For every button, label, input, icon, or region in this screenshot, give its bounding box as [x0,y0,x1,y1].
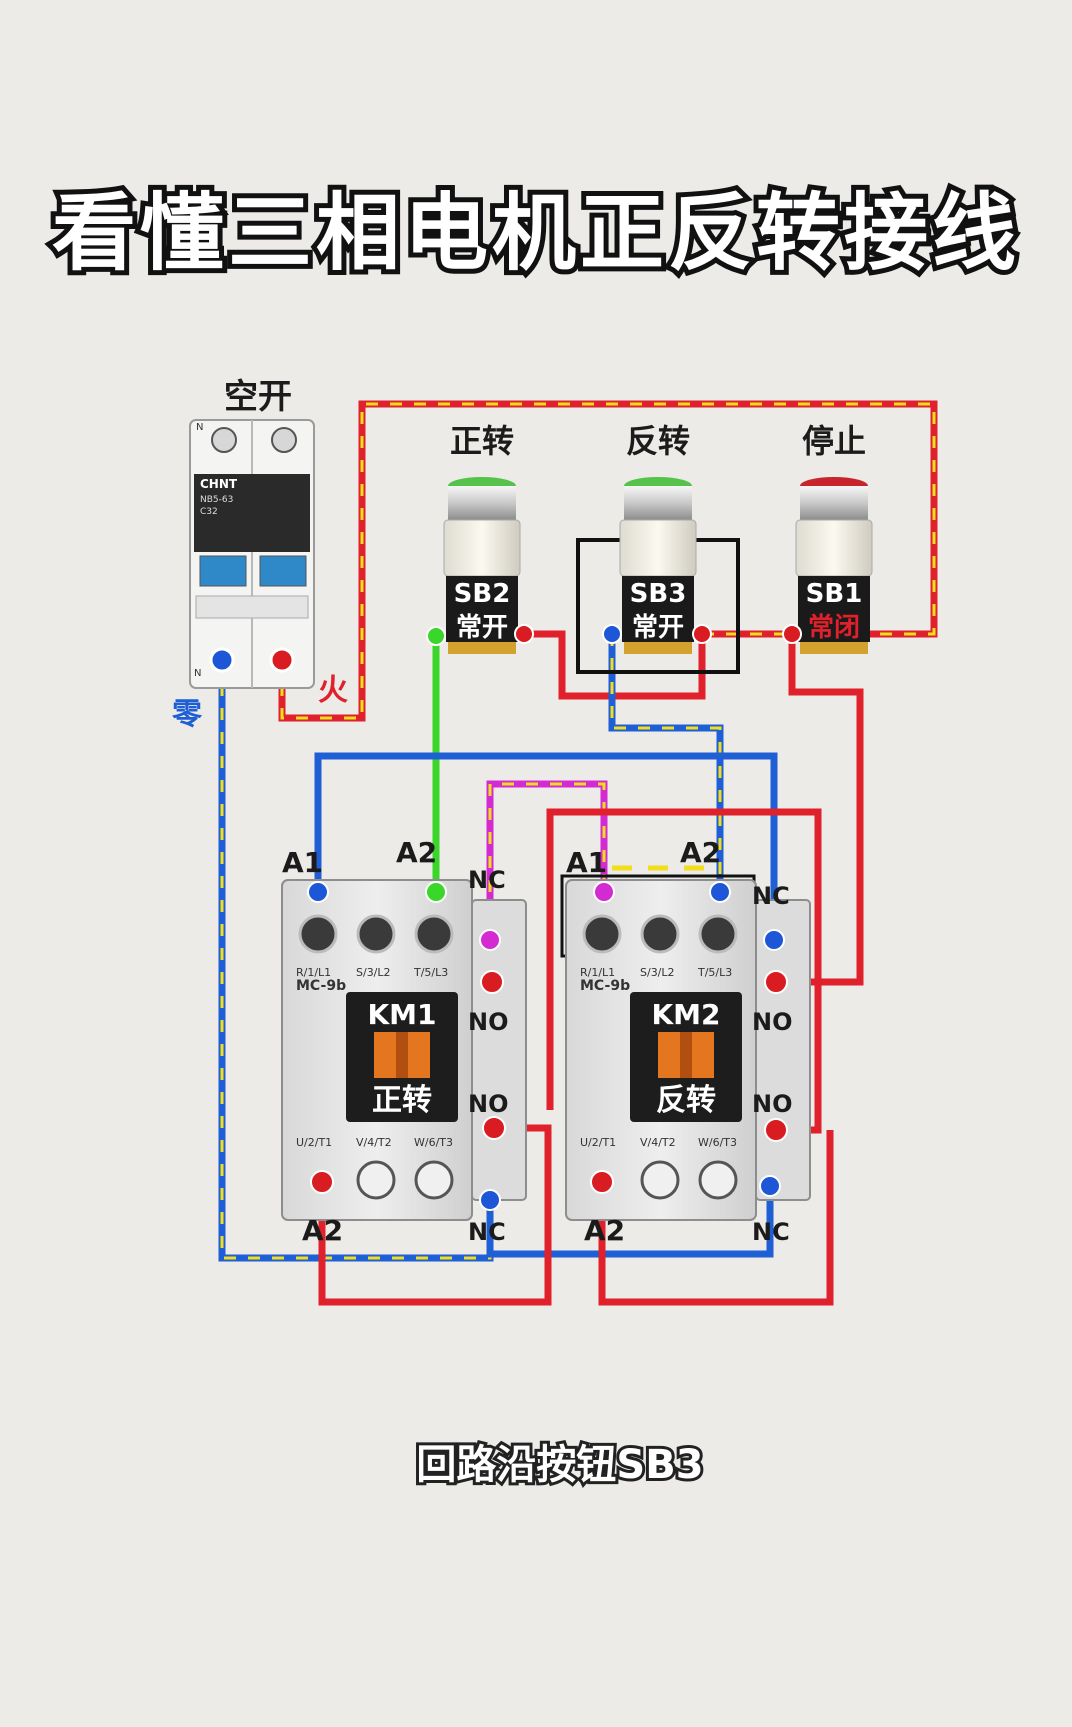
km1-bottom-terminal-1: U/2/T1 [296,1136,332,1149]
sb1-tag [798,576,870,642]
km2-model: MC-9b [580,978,630,994]
sb2-code: SB2 [454,579,511,609]
sb3-code: SB3 [630,579,687,609]
breaker-top-screw-right [271,427,297,453]
km2-aux-no-2: NO [752,1090,793,1118]
km1-aux-nc-top: NC [468,866,506,894]
nc-bottom-link [486,1186,774,1258]
live-label: 火 [318,673,348,708]
breaker-top-screw-left [211,427,237,453]
sb2-feed-wire [524,630,706,700]
km2-function: 反转 [656,1083,716,1118]
sb1-terminal-left[interactable] [782,624,802,644]
km2-a2-top-terminal[interactable] [709,881,731,903]
breaker-toggle-left[interactable] [199,555,247,587]
km2-aux-no-1: NO [752,1008,793,1036]
sb3-function-label: 反转 [626,422,690,460]
interlock-wire [486,780,608,940]
sb2-terminal-left[interactable] [426,626,446,646]
km1-top-terminal-2: S/3/L2 [356,966,391,979]
km1-aux-no-terminal-1[interactable] [480,970,504,994]
km2-top-terminal-1: R/1/L1 [580,966,615,979]
km2-a2-top-label: A2 [680,836,721,869]
km2-name: KM2 [651,998,720,1031]
km1-a2-loop [318,1124,552,1306]
sb1-to-km2-no-wire [776,634,864,986]
km2-aux-nc-terminal-top[interactable] [763,929,785,951]
km1-aux-no-2: NO [468,1090,509,1118]
circuit-breaker[interactable]: 空开 N CHNT NB5-63 C32 N 零 火 [172,377,348,732]
breaker-label-panel [194,474,310,552]
km2-aux-no-terminal-1[interactable] [764,970,788,994]
km2-top-terminal-3: T/5/L3 [697,966,732,979]
km2-aux-no-terminal-2[interactable] [764,1118,788,1142]
sb2-tag [446,576,518,642]
km2-a2-loop [598,1130,834,1306]
breaker-model: NB5-63 [200,495,233,505]
km1-aux-nc-bottom: NC [468,1218,506,1246]
km1-function: 正转 [372,1083,432,1118]
km1-aux-nc-terminal-bottom[interactable] [479,1189,501,1211]
sb2-type: 常开 [456,613,508,643]
breaker-rating: C32 [200,507,218,517]
caption: 回路沿按钮SB3 [416,1442,703,1488]
sb1-code: SB1 [806,579,863,609]
breaker-toggle-right[interactable] [259,555,307,587]
km1-a2-top-label: A2 [396,836,437,869]
km1-a1-terminal[interactable] [307,881,329,903]
push-button-sb3[interactable]: 反转 SB3 常开 [576,422,740,674]
breaker-neutral-terminal[interactable] [209,647,235,673]
km2-aux-nc-terminal-bottom[interactable] [759,1175,781,1197]
km1-a2-top-terminal[interactable] [425,881,447,903]
km1-bottom-terminal-2: V/4/T2 [356,1136,392,1149]
breaker-terminal-n-top: N [196,422,203,433]
live-feed-wire [278,400,938,722]
km1-aux-nc-terminal-top[interactable] [479,929,501,951]
sb1-type: 常闭 [808,613,860,643]
km2-aux-nc-top: NC [752,882,790,910]
push-button-sb1[interactable]: 停止 SB1 常闭 [782,422,873,654]
page-title: 看懂三相电机正反转接线 [52,184,1020,282]
km2-a1-terminal[interactable] [593,881,615,903]
sb3-type: 常开 [632,613,684,643]
contactor-km2[interactable]: A1 A2 R/1/L1 S/3/L2 T/5/L3 MC-9b KM2 反转 … [560,836,811,1247]
sb2-function-label: 正转 [450,422,514,460]
km2-a2-bottom-terminal[interactable] [590,1170,614,1194]
km1-top-terminal-1: R/1/L1 [296,966,331,979]
km1-a2-bottom-label: A2 [302,1214,343,1247]
km1-a1-label: A1 [282,846,323,879]
contactor-km1[interactable]: A1 A2 R/1/L1 S/3/L2 T/5/L3 MC-9b KM1 正转 … [281,836,527,1247]
breaker-label: 空开 [224,377,292,417]
km2-top-terminal-2: S/3/L2 [640,966,675,979]
km1-aux-no-terminal-2[interactable] [482,1116,506,1140]
km2-aux-nc-bottom: NC [752,1218,790,1246]
km2-a1-label: A1 [566,846,607,879]
neutral-label: 零 [172,697,203,732]
km1-model: MC-9b [296,978,346,994]
km2-a2-bottom-label: A2 [584,1214,625,1247]
km1-aux-no-1: NO [468,1008,509,1036]
sb1-function-label: 停止 [802,422,866,460]
km1-top-terminal-3: T/5/L3 [413,966,448,979]
breaker-brand: CHNT [200,477,238,491]
sb2-terminal-right[interactable] [514,624,534,644]
push-button-sb2[interactable]: 正转 SB2 常开 [426,422,534,654]
sb3-terminal-right[interactable] [692,624,712,644]
km2-bottom-terminal-3: W/6/T3 [698,1136,737,1149]
sb3-terminal-left[interactable] [602,624,622,644]
km2-bottom-terminal-2: V/4/T2 [640,1136,676,1149]
sb3-tag [622,576,694,642]
breaker-live-terminal[interactable] [269,647,295,673]
km1-name: KM1 [367,998,436,1031]
km1-a2-bottom-terminal[interactable] [310,1170,334,1194]
neutral-coil-wire [314,752,778,940]
km1-bottom-terminal-3: W/6/T3 [414,1136,453,1149]
km2-bottom-terminal-1: U/2/T1 [580,1136,616,1149]
breaker-terminal-n-bottom: N [194,668,201,679]
